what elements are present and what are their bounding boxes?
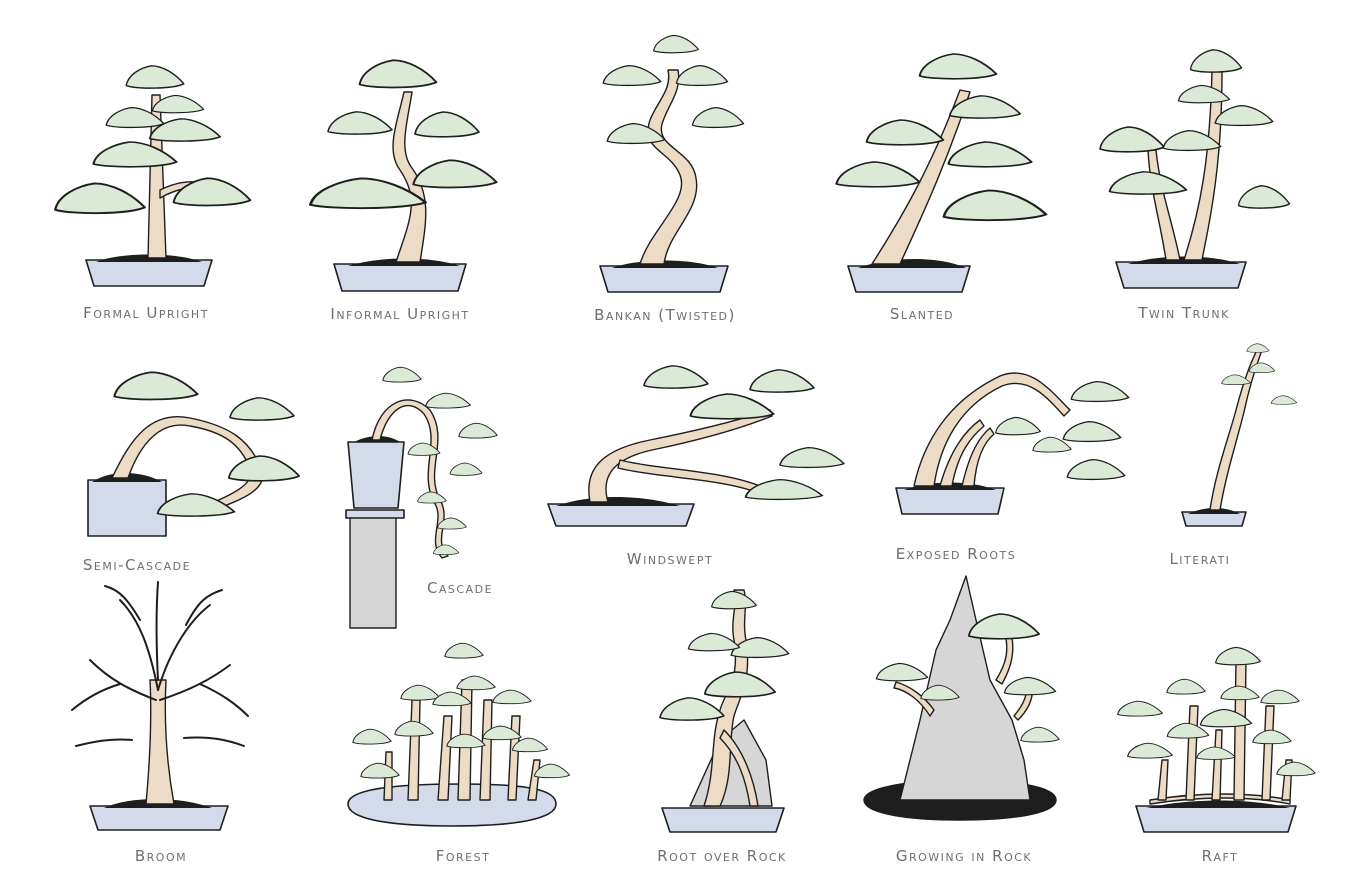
- root-over-rock-illustration: [659, 589, 790, 833]
- forest-illustration: [347, 642, 571, 827]
- label-broom: Broom: [135, 847, 187, 865]
- bankan-twisted-illustration: [599, 34, 745, 293]
- growing-in-rock-illustration: [863, 575, 1060, 821]
- label-twin-trunk: Twin Trunk: [1137, 304, 1230, 322]
- label-literati: Literati: [1169, 550, 1230, 568]
- cascade-illustration: [345, 366, 498, 629]
- label-forest: Forest: [436, 847, 491, 865]
- label-raft: Raft: [1202, 847, 1239, 865]
- label-windswept: Windswept: [627, 550, 713, 568]
- label-slanted: Slanted: [890, 305, 954, 323]
- label-bankan-twisted: Bankan (Twisted): [594, 306, 736, 324]
- label-root-over-rock: Root over Rock: [657, 847, 787, 865]
- label-semi-cascade: Semi-Cascade: [83, 556, 191, 574]
- label-cascade: Cascade: [427, 579, 493, 597]
- formal-upright-illustration: [54, 65, 252, 287]
- windswept-illustration: [547, 364, 845, 527]
- slanted-illustration: [835, 53, 1048, 293]
- informal-upright-illustration: [308, 59, 498, 292]
- raft-illustration: [1117, 646, 1316, 833]
- style-labels: Formal Upright Informal Upright Bankan (…: [83, 304, 1239, 865]
- exposed-roots-illustration: [895, 372, 1130, 515]
- label-exposed-roots: Exposed Roots: [896, 545, 1016, 563]
- label-growing-in-rock: Growing in Rock: [896, 847, 1032, 865]
- label-informal-upright: Informal Upright: [330, 305, 469, 323]
- semi-cascade-illustration: [87, 371, 301, 537]
- label-formal-upright: Formal Upright: [83, 304, 209, 322]
- literati-illustration: [1181, 343, 1298, 527]
- twin-trunk-illustration: [1099, 49, 1291, 289]
- broom-illustration: [71, 581, 249, 831]
